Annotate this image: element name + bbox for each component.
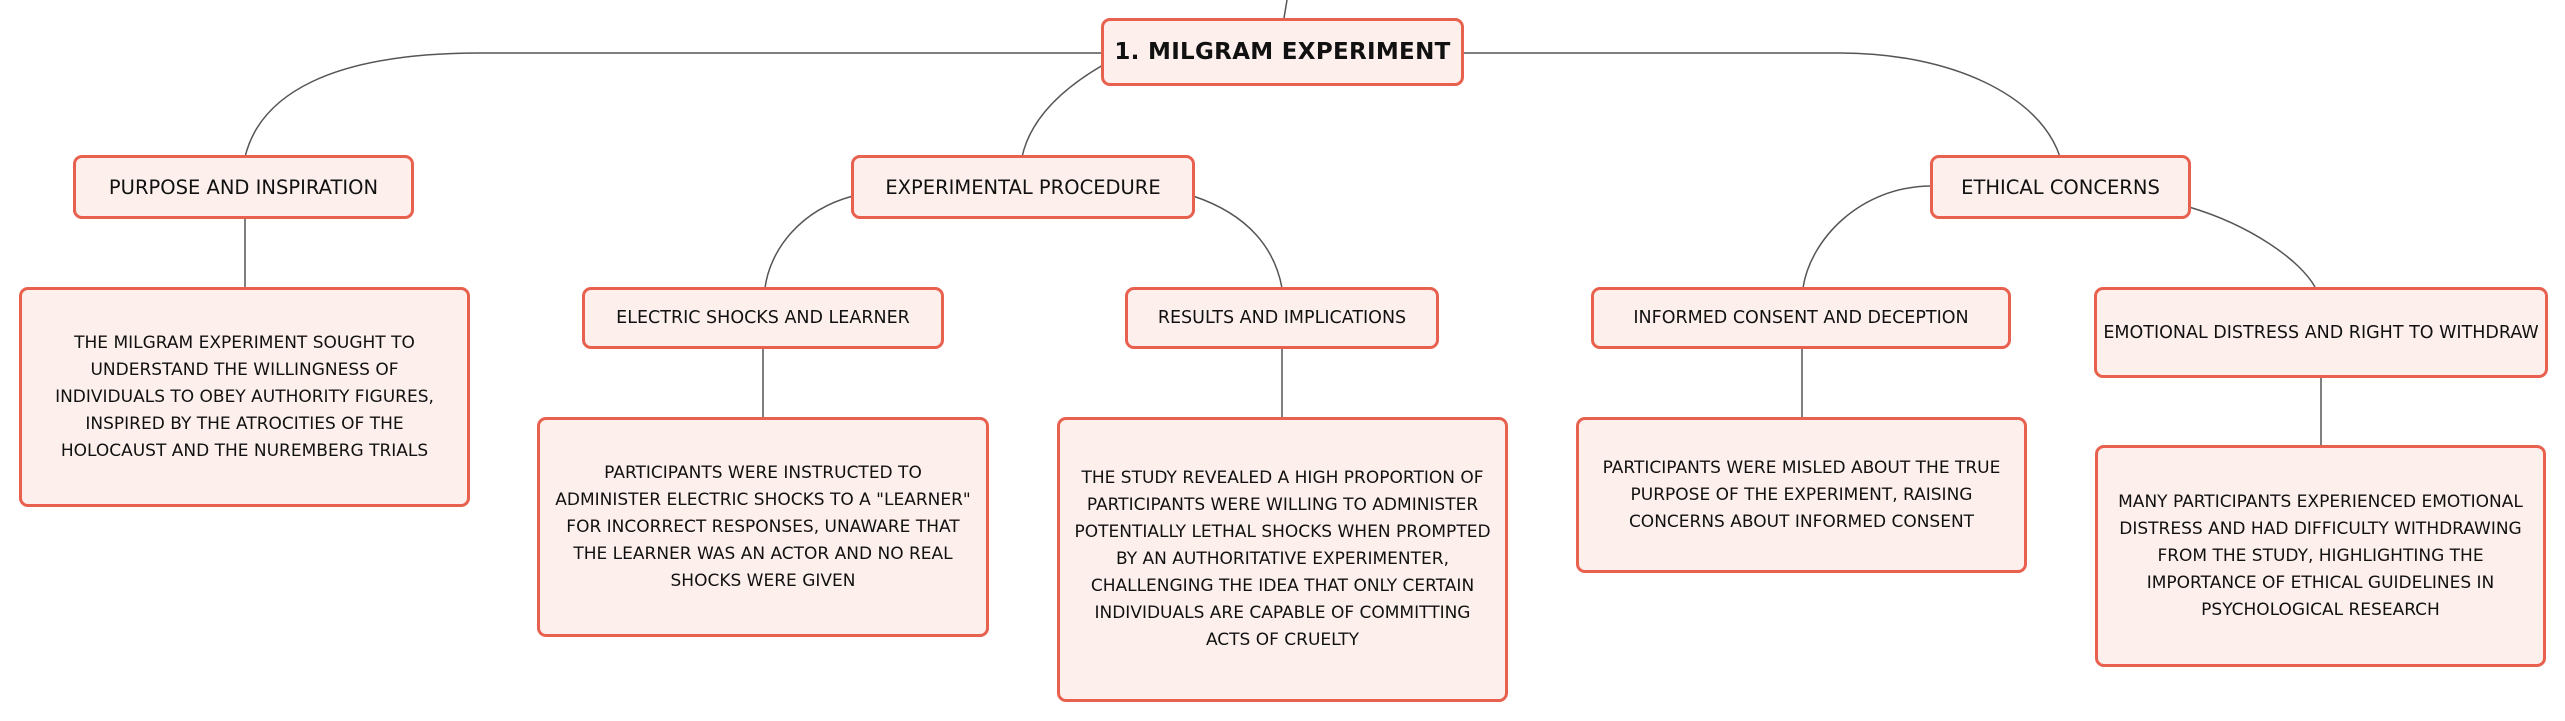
detail-node-consent[interactable]: Participants were misled about the true … <box>1576 417 2027 573</box>
connector-procedure-shocks <box>764 195 854 289</box>
root-node[interactable]: 1. Milgram Experiment <box>1101 18 1464 86</box>
connector-procedure-results <box>1192 195 1283 289</box>
detail-text: Participants were misled about the true … <box>1602 457 2001 532</box>
detail-node-purpose[interactable]: The Milgram experiment sought to underst… <box>19 287 470 507</box>
connector-root-procedure <box>1021 64 1104 158</box>
branch-node-procedure[interactable]: Experimental Procedure <box>851 155 1195 219</box>
connector-root-ethics <box>1462 52 2061 158</box>
subbranch-node-consent[interactable]: Informed Consent and Deception <box>1591 287 2011 349</box>
subbranch-label: Emotional Distress and Right to Withdraw <box>2103 322 2539 343</box>
branch-label: Ethical Concerns <box>1961 175 2160 199</box>
subbranch-node-shocks[interactable]: Electric Shocks and Learner <box>582 287 944 349</box>
branch-label: Experimental Procedure <box>885 175 1161 199</box>
subbranch-label: Electric Shocks and Learner <box>616 308 910 328</box>
detail-text: Many participants experienced emotional … <box>2118 491 2523 620</box>
detail-node-distress[interactable]: Many participants experienced emotional … <box>2095 445 2546 667</box>
branch-label: Purpose and Inspiration <box>108 175 379 199</box>
detail-text: The Milgram experiment sought to underst… <box>55 332 434 461</box>
connector-ethics-distress <box>2188 206 2316 288</box>
branch-node-purpose[interactable]: Purpose and Inspiration <box>73 155 414 219</box>
subbranch-node-distress[interactable]: Emotional Distress and Right to Withdraw <box>2094 287 2548 378</box>
connector-ethics-consent <box>1802 185 1933 289</box>
connector-root-parent <box>1283 0 1288 19</box>
subbranch-label: Results and Implications <box>1157 308 1407 328</box>
connector-root-purpose <box>244 52 1103 158</box>
detail-text: Participants were instructed to administ… <box>555 462 971 591</box>
subbranch-node-results[interactable]: Results and Implications <box>1125 287 1439 349</box>
subbranch-label: Informed Consent and Deception <box>1633 308 1969 328</box>
root-label: 1. Milgram Experiment <box>1114 39 1451 65</box>
branch-node-ethics[interactable]: Ethical Concerns <box>1930 155 2191 219</box>
detail-node-results[interactable]: The study revealed a high proportion of … <box>1057 417 1508 702</box>
detail-text: The study revealed a high proportion of … <box>1074 468 1491 650</box>
detail-node-shocks[interactable]: Participants were instructed to administ… <box>537 417 989 637</box>
